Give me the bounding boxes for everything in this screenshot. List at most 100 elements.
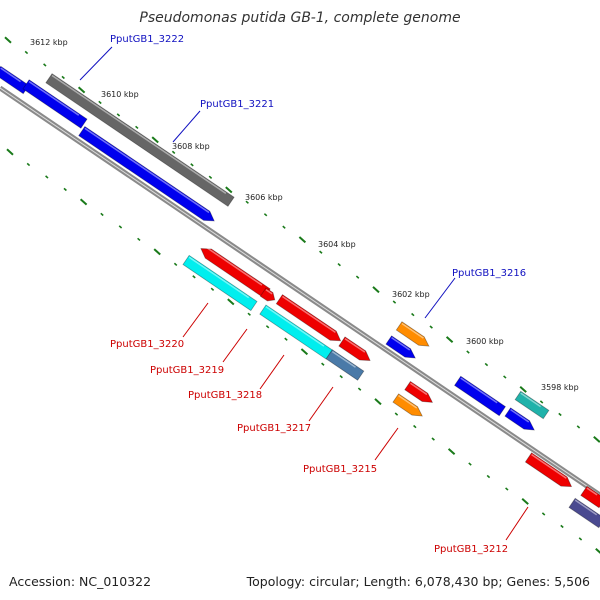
gene-3213-blue — [504, 407, 535, 431]
gene-3213-teal-highlight — [520, 392, 542, 408]
tick-mark — [61, 75, 65, 80]
gene-3216-orange-shape — [395, 321, 430, 347]
gene-3217-red-shape — [338, 336, 371, 361]
kbp-label: 3604 kbp — [318, 240, 356, 249]
gene-3211-red-shape — [580, 485, 600, 509]
gene-3211-slate-highlight — [574, 499, 598, 516]
tick-mark — [319, 250, 323, 254]
tick-mark — [374, 398, 382, 406]
tick-mark — [151, 136, 159, 144]
gene-3218-red-highlight — [282, 295, 336, 334]
gene-label: PputGB1_3215 — [303, 464, 377, 475]
tick-mark — [227, 298, 235, 306]
gene-labels: PputGB1_3222 PputGB1_3221 PputGB1_3216 P… — [110, 34, 526, 555]
tick-mark — [337, 262, 341, 267]
gene-label: PputGB1_3218 — [188, 390, 262, 401]
tick-mark — [98, 100, 102, 105]
tick-mark — [413, 424, 417, 429]
gene-3214-highlight — [460, 377, 498, 404]
topology-text: Topology: circular; Length: 6,078,430 bp… — [246, 574, 590, 589]
gene-features — [0, 65, 600, 529]
map-title: Pseudomonas putida GB-1, complete genome — [139, 10, 460, 26]
gene-3216-orange-highlight — [401, 322, 424, 339]
gene-label: PputGB1_3216 — [452, 268, 526, 279]
tick-mark — [503, 375, 507, 379]
gene-3215-orange-highlight — [398, 395, 418, 409]
gene-3222-shape — [45, 73, 235, 207]
gene-label: PputGB1_3221 — [200, 99, 274, 110]
gene-3222-highlight — [51, 74, 227, 195]
gene-3216-blue — [385, 335, 416, 359]
genome-backbone — [0, 85, 600, 498]
tick-mark — [357, 387, 362, 391]
gene-3220-cyan-highlight — [188, 256, 250, 299]
tick-mark — [394, 412, 399, 416]
gene-3221-shape — [78, 125, 215, 222]
tick-mark — [43, 63, 47, 67]
gene-3213-teal-shape — [514, 390, 550, 420]
gene-3214 — [454, 375, 506, 417]
gene-3221 — [78, 125, 215, 222]
tick-mark — [466, 350, 470, 354]
gene-3222b-highlight — [28, 80, 80, 116]
label-leaders — [79, 46, 529, 541]
tick-mark — [468, 462, 472, 466]
gene-3211-red — [580, 485, 600, 509]
gene-3219-shape — [259, 287, 276, 302]
tick-mark — [411, 312, 415, 317]
tick-mark — [595, 547, 600, 554]
gene-3218-red-shape — [275, 294, 342, 342]
gene-3217-steel-highlight — [331, 350, 356, 368]
gene-3218-red — [275, 294, 342, 342]
gene-label: PputGB1_3220 — [110, 339, 184, 350]
tick-mark — [135, 125, 139, 130]
tick-mark — [372, 286, 380, 294]
tick-mark — [558, 412, 562, 417]
tick-mark — [265, 325, 270, 329]
tick-mark — [77, 86, 86, 94]
tick-mark — [118, 225, 123, 229]
gene-3213-blue-highlight — [510, 409, 530, 423]
gene-3218-cyan — [259, 304, 333, 360]
gene-3217-steel-shape — [325, 349, 365, 381]
tick-mark — [116, 113, 121, 117]
tick-mark — [263, 213, 268, 217]
gene-3212-red-shape — [524, 452, 573, 488]
gene-label: PputGB1_3212 — [434, 544, 508, 555]
tick-mark — [225, 186, 233, 194]
gene-3212-red — [524, 452, 573, 488]
tick-mark — [484, 362, 489, 367]
kbp-label: 3600 kbp — [466, 337, 504, 346]
tick-mark — [208, 175, 213, 179]
gene-3211-slate — [568, 497, 600, 529]
kbp-label: 3610 kbp — [101, 90, 139, 99]
tick-mark — [521, 498, 529, 505]
kbp-label: 3598 kbp — [541, 383, 579, 392]
gene-3220-cyan — [182, 254, 258, 312]
tick-marks — [4, 36, 600, 554]
tick-mark — [339, 374, 343, 379]
gene-3223-partial-shape — [0, 65, 30, 95]
gene-label: PputGB1_3222 — [110, 34, 184, 45]
tick-mark — [282, 225, 286, 229]
kbp-label: 3606 kbp — [245, 193, 283, 202]
tick-mark — [445, 336, 454, 343]
kbp-label: 3612 kbp — [30, 38, 68, 47]
gene-3222 — [45, 73, 235, 207]
tick-mark — [392, 300, 397, 304]
tick-mark — [298, 236, 307, 244]
tick-mark — [210, 287, 215, 291]
tick-mark — [192, 275, 196, 279]
gene-3218-cyan-highlight — [265, 306, 325, 347]
gene-3222b-shape — [22, 79, 88, 129]
tick-mark — [45, 175, 49, 179]
tick-mark — [355, 275, 360, 279]
gene-3213-blue-shape — [504, 407, 535, 431]
gene-3218-cyan-shape — [259, 304, 333, 360]
tick-mark — [245, 200, 249, 204]
tick-mark — [171, 150, 176, 155]
tick-mark — [284, 337, 288, 341]
gene-3222b — [22, 79, 88, 129]
gene-3215-red-highlight — [409, 382, 428, 396]
